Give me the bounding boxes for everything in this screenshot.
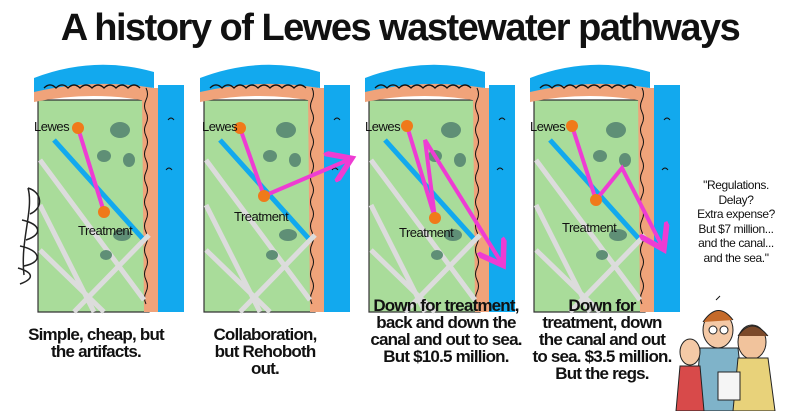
quote-line: Extra expense? <box>697 207 775 221</box>
panel-4-caption: Down for treatment, down the canal and o… <box>532 296 672 383</box>
panel-4-map: Lewes Treatment <box>530 64 680 314</box>
quote-line: and the canal... <box>698 236 774 250</box>
town-label: Lewes <box>202 119 238 134</box>
artist-signature <box>17 187 41 285</box>
panel-1-caption: Simple, cheap, but the artifacts. <box>28 325 165 361</box>
treatment-label: Treatment <box>399 225 454 240</box>
town-label: Lewes <box>34 119 70 134</box>
quote-line: Delay? <box>718 192 754 207</box>
speech-quote: "Regulations. Delay? Extra expense? But … <box>676 178 796 265</box>
cartoon-title: A history of Lewes wastewater pathways <box>60 7 741 49</box>
panel-3-caption: Down for treatment, back and down the ca… <box>370 296 522 366</box>
treatment-label: Treatment <box>78 223 133 238</box>
panel-2-caption: Collaboration, but Rehoboth out. <box>213 325 317 378</box>
panel-3-map: Lewes Treatment <box>365 64 515 314</box>
quote-line: and the sea." <box>703 250 769 265</box>
treatment-label: Treatment <box>234 209 289 224</box>
quote-line: But $7 million... <box>698 221 774 236</box>
panel-1-map: Lewes Treatment <box>34 64 184 314</box>
panel-2-map: Lewes Treatment <box>200 64 350 314</box>
town-label: Lewes <box>530 119 566 134</box>
cartoon-people <box>675 295 776 411</box>
town-label: Lewes <box>365 119 401 134</box>
treatment-label: Treatment <box>562 220 617 235</box>
quote-line: "Regulations. <box>703 178 769 192</box>
